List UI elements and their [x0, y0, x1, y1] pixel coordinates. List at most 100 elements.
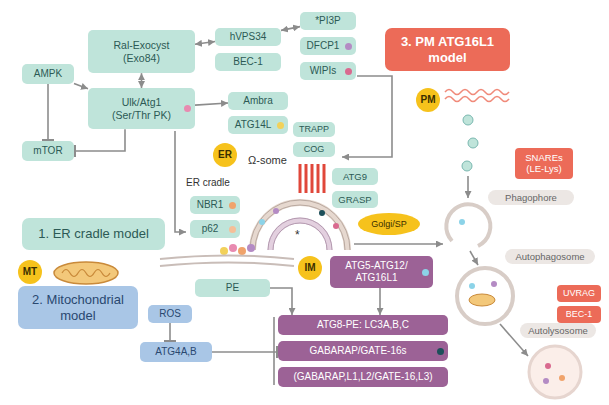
- node-text: ROS: [159, 308, 181, 320]
- arrow-connector: [281, 27, 300, 31]
- protein-box: NBR1: [190, 196, 240, 214]
- node-text: IM: [304, 262, 315, 274]
- node-text: NBR1: [197, 199, 224, 211]
- phagophore: [446, 204, 490, 246]
- protein-box: ATG5-ATG12/ ATG16L1: [330, 256, 433, 288]
- node-text: GABARAP/GATE-16s: [309, 345, 406, 357]
- protein-box: mTOR: [22, 141, 74, 161]
- protein-box: ATG14L: [228, 116, 288, 134]
- annotation-label: ER cradle: [186, 177, 230, 188]
- leader-arrows: [175, 76, 528, 385]
- protein-box: AMPK: [22, 64, 74, 84]
- protein-box: BEC-1: [215, 53, 281, 71]
- node-text: Ulk/Atg1 (Ser/Thr PK): [104, 96, 179, 121]
- protein-box: hVPS34: [215, 28, 281, 46]
- node-text: MT: [23, 266, 37, 278]
- node-text: Autophagosome: [515, 251, 584, 262]
- protein-box: PE: [195, 279, 270, 297]
- golgi-stack: [300, 164, 324, 193]
- arrow-connector: [141, 73, 143, 88]
- protein-dot: [437, 348, 444, 355]
- annotation-label: *: [295, 229, 300, 242]
- protein-box: GRASP: [332, 191, 378, 208]
- mitochondrion: [54, 262, 118, 284]
- arrow-connector: [379, 288, 381, 315]
- protein-box: ROS: [148, 305, 192, 323]
- inhibition-connector: [169, 323, 171, 342]
- er-membrane: [160, 256, 294, 267]
- node-text: (GABARAP,L1,L2/GATE-16,L3): [293, 371, 432, 383]
- protein-box: BEC-1: [557, 306, 601, 323]
- node-text: ATG8-PE: LC3A,B,C: [317, 319, 409, 331]
- protein-dot: [345, 43, 352, 50]
- node-text: UVRAG: [563, 288, 595, 299]
- node-text: BEC-1: [233, 56, 262, 68]
- protein-box: ATG9: [332, 168, 378, 185]
- stage-label: Autolysosome: [520, 323, 596, 338]
- protein-box: DFCP1: [300, 37, 356, 55]
- stage-label: Autophagosome: [505, 249, 595, 264]
- protein-box: (GABARAP,L1,L2/GATE-16,L3): [278, 367, 448, 387]
- node-text: *PI3P: [315, 15, 341, 27]
- protein-box: Ulk/Atg1 (Ser/Thr PK): [88, 88, 195, 129]
- node-text: ER: [218, 149, 232, 161]
- autolysosome: [529, 346, 581, 398]
- node-text: GRASP: [338, 194, 371, 205]
- node-text: 2. Mitochondrial model: [24, 292, 132, 323]
- node-text: PE: [226, 282, 239, 294]
- protein-box: WIPIs: [300, 62, 356, 80]
- node-text: ATG5-ATG12/ ATG16L1: [334, 260, 419, 284]
- arrow-connector: [195, 103, 228, 105]
- protein-box: TRAPP: [293, 122, 335, 137]
- arrow-connector: [270, 288, 292, 315]
- stage-label: Phagophore: [488, 190, 574, 205]
- model-box: 1. ER cradle model: [22, 218, 165, 250]
- protein-box: UVRAG: [557, 285, 601, 302]
- protein-dot: [277, 122, 284, 129]
- node-text: Ral-Exocyst (Exo84): [104, 39, 179, 64]
- node-text: hVPS34: [230, 31, 267, 43]
- model-box: 2. Mitochondrial model: [18, 286, 138, 329]
- node-text: Golgi/SP: [371, 219, 407, 230]
- compartment-circle: MT: [18, 260, 42, 284]
- node-text: Ambra: [243, 95, 272, 107]
- node-text: WIPIs: [310, 65, 337, 77]
- autophagosome: [457, 268, 513, 324]
- protein-box: ATG8-PE: LC3A,B,C: [278, 315, 448, 335]
- protein-box: *PI3P: [300, 12, 356, 30]
- node-text: PM: [421, 94, 436, 106]
- protein-box: GABARAP/GATE-16s: [278, 341, 448, 361]
- protein-dot: [184, 105, 191, 112]
- protein-box: SNAREs (LE-Lys): [515, 148, 573, 179]
- compartment-circle: PM: [416, 88, 440, 112]
- node-text: Autolysosome: [528, 325, 588, 336]
- vesicles: [462, 115, 478, 171]
- node-text: COG: [304, 144, 325, 155]
- node-text: 3. PM ATG16L1 model: [393, 34, 502, 65]
- protein-box: p62: [190, 220, 240, 238]
- plasma-membrane: [445, 90, 509, 102]
- node-text: ATG9: [343, 171, 367, 182]
- protein-box: COG: [293, 142, 335, 157]
- protein-dot: [229, 202, 236, 209]
- node-text: mTOR: [33, 145, 62, 157]
- protein-box: Ral-Exocyst (Exo84): [88, 30, 195, 73]
- arrow-connector: [74, 84, 88, 89]
- inhibition-connector: [212, 351, 278, 353]
- compartment-circle: IM: [298, 256, 322, 280]
- node-text: BEC-1: [566, 309, 593, 320]
- protein-dot: [422, 269, 429, 276]
- node-text: DFCP1: [307, 40, 340, 52]
- protein-box: ATG4A,B: [140, 342, 212, 362]
- node-text: p62: [202, 223, 219, 235]
- node-text: Phagophore: [505, 192, 557, 203]
- inhibition-connector: [74, 129, 125, 151]
- node-text: ATG14L: [235, 119, 272, 131]
- node-text: 1. ER cradle model: [38, 226, 149, 242]
- protein-dot: [229, 226, 236, 233]
- annotation-label: Ω-some: [248, 154, 287, 166]
- node-text: TRAPP: [299, 124, 329, 135]
- node-text: SNAREs (LE-Lys): [519, 152, 569, 175]
- node-text: ATG4A,B: [155, 346, 197, 358]
- model-box: 3. PM ATG16L1 model: [385, 28, 510, 71]
